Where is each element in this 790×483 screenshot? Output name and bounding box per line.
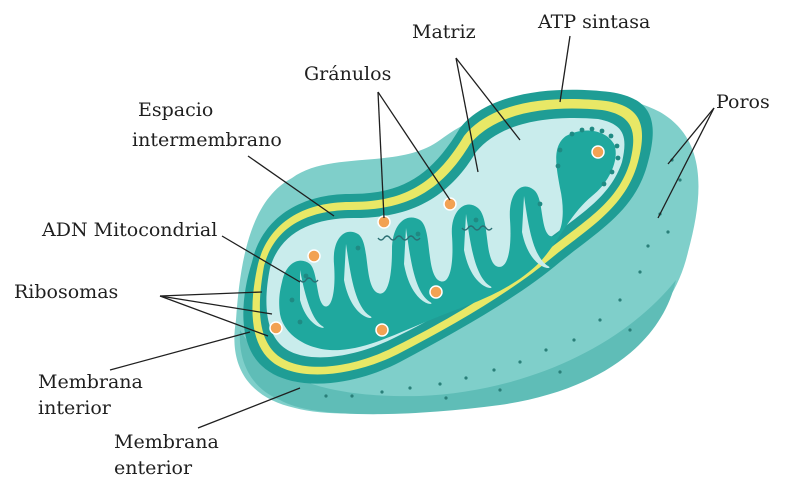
label-membrana-exterior-1: Membrana [114,431,219,453]
label-membrana-exterior-2: enterior [114,457,193,479]
label-membrana-interior-1: Membrana [38,371,143,393]
granule [430,286,442,298]
label-espacio: Espacio [138,99,213,121]
label-intermembrano: intermembrano [132,129,282,151]
label-ribosomas: Ribosomas [14,281,118,303]
label-membrana-interior-2: interior [38,397,112,419]
label-granulos: Gránulos [304,63,391,85]
mitochondrion [234,90,698,414]
label-adn-mitocondrial: ADN Mitocondrial [41,219,217,241]
granule [270,322,282,334]
label-atp-sintasa: ATP sintasa [537,11,650,33]
granule [592,146,604,158]
granule [308,250,320,262]
label-matriz: Matriz [412,21,476,43]
label-poros: Poros [716,91,770,113]
granule [376,324,388,336]
